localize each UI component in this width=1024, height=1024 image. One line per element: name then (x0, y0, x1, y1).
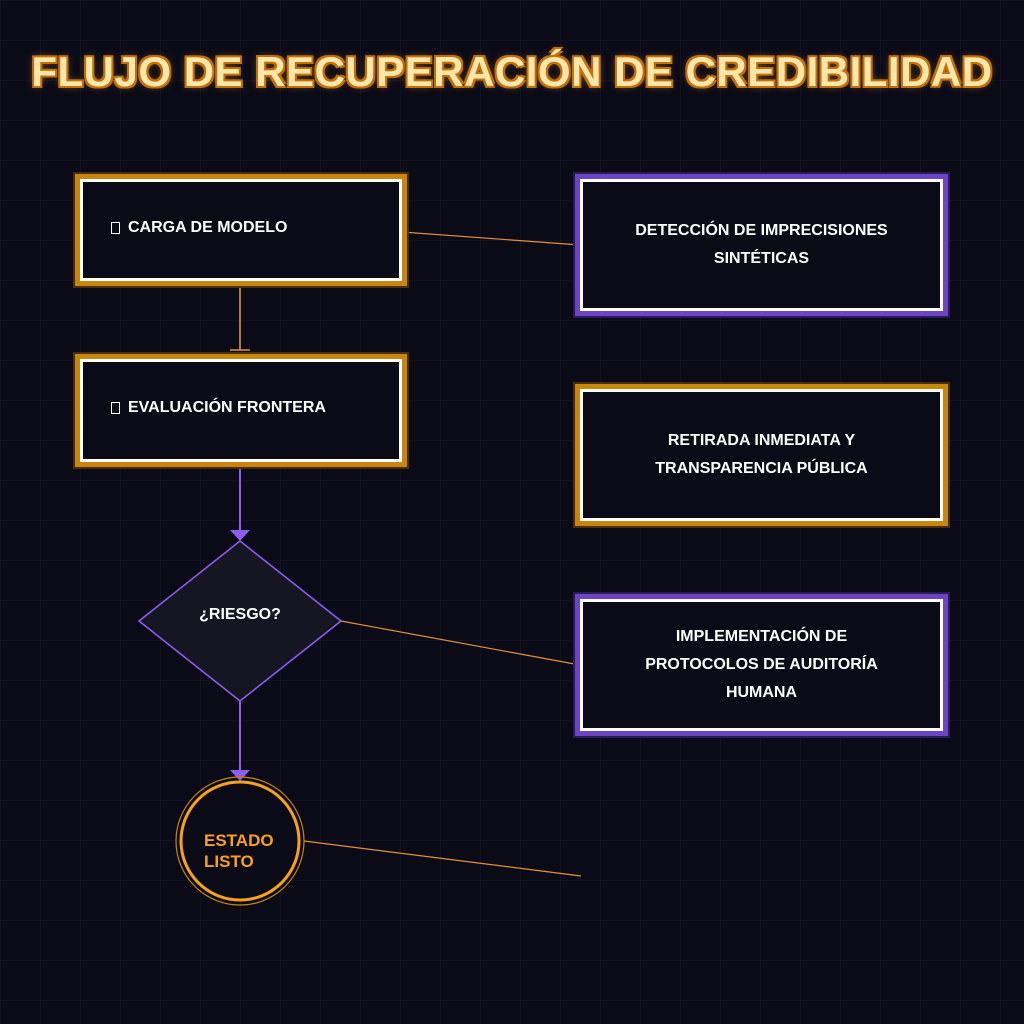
box-line: TRANSPARENCIA PÚBLICA (655, 460, 868, 477)
terminal-label-line2: LISTO (204, 852, 254, 871)
box-implementacion-auditoria[interactable]: IMPLEMENTACIÓN DE PROTOCOLOS DE AUDITORÍ… (580, 599, 943, 731)
connector-carga-deteccion (401, 231, 581, 246)
box-line: PROTOCOLOS DE AUDITORÍA (645, 656, 878, 673)
node-evaluacion-frontera[interactable]: EVALUACIÓN FRONTERA (80, 359, 402, 462)
arrowhead-riesgo-estado (230, 770, 250, 781)
box-line: HUMANA (725, 684, 798, 701)
box-line: SINTÉTICAS (713, 250, 810, 267)
terminal-circle (179, 780, 301, 902)
missing-glyph-icon (111, 402, 120, 414)
missing-glyph-icon (111, 222, 120, 234)
box-line: IMPLEMENTACIÓN DE (675, 628, 848, 645)
box-deteccion-imprecisiones[interactable]: DETECCIÓN DE IMPRECISIONES SINTÉTICAS (580, 179, 943, 311)
page-title: FLUJO DE RECUPERACIÓN DE CREDIBILIDAD (31, 48, 993, 95)
connector-riesgo-implementacion (340, 620, 581, 666)
arrowhead-evaluacion-riesgo (230, 530, 250, 541)
connector-estado-open (303, 840, 582, 877)
node-carga-de-modelo[interactable]: CARGA DE MODELO (80, 179, 402, 281)
node-label: CARGA DE MODELO (128, 219, 288, 236)
node-label: EVALUACIÓN FRONTERA (128, 399, 326, 416)
box-line: DETECCIÓN DE IMPRECISIONES (635, 222, 888, 239)
box-retirada-transparencia[interactable]: RETIRADA INMEDIATA Y TRANSPARENCIA PÚBLI… (580, 389, 943, 521)
terminal-label: ESTADO LISTO (190, 830, 300, 872)
terminal-label-line1: ESTADO (204, 831, 274, 850)
box-line: RETIRADA INMEDIATA Y (667, 432, 856, 449)
decision-label: ¿RIESGO? (199, 606, 281, 623)
